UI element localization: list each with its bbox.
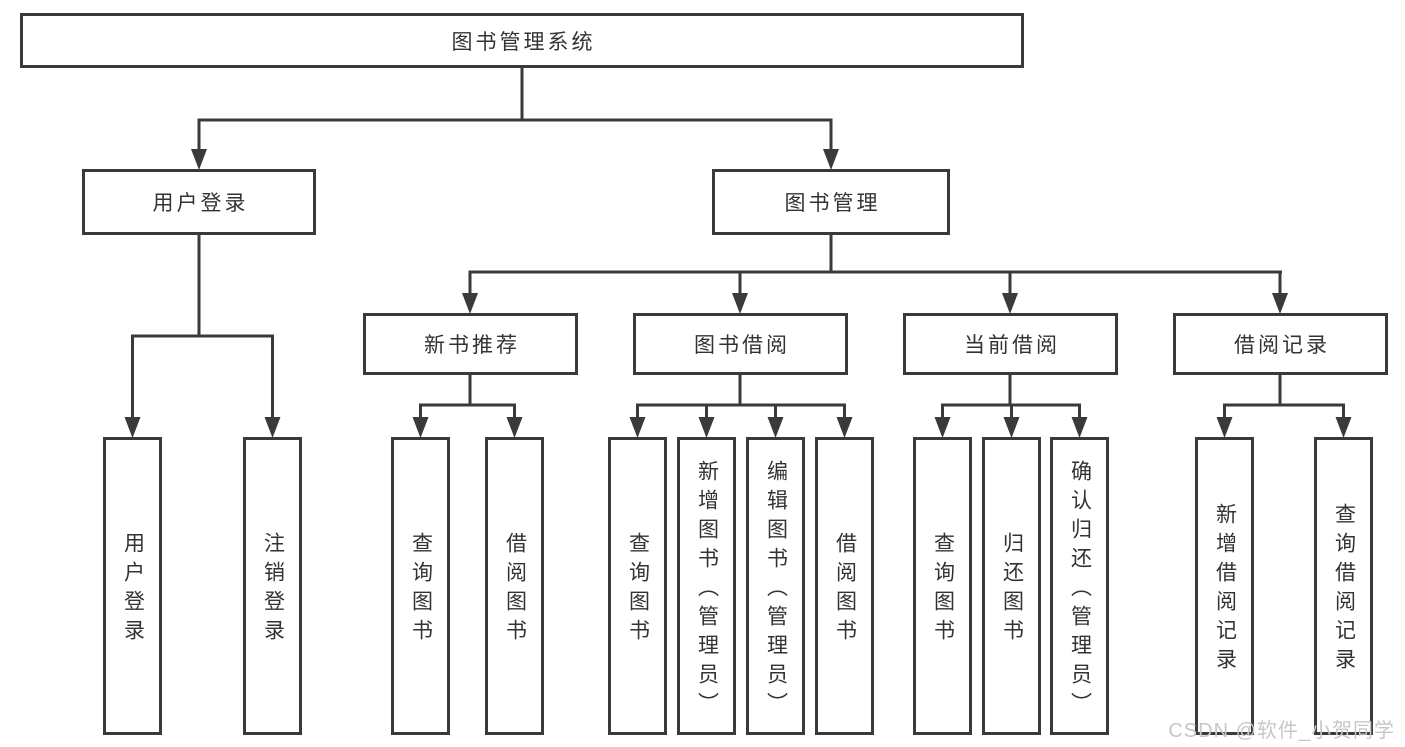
- leaf-label: 新增图书（管理员）: [695, 459, 719, 721]
- node-borrowing-records: 借阅记录: [1173, 313, 1388, 375]
- node-label: 新书推荐: [424, 334, 520, 357]
- leaf-label: 查询图书: [626, 532, 650, 648]
- leaf-add-books-admin: 新增图书（管理员）: [677, 437, 736, 735]
- leaf-logout-login: 注销登录: [243, 437, 302, 735]
- leaf-confirm-return-admin: 确认归还（管理员）: [1050, 437, 1109, 735]
- leaf-query-books-borrow: 查询图书: [608, 437, 667, 735]
- node-label: 借阅记录: [1234, 334, 1330, 357]
- leaf-return-books: 归还图书: [982, 437, 1041, 735]
- leaf-label: 查询借阅记录: [1332, 503, 1356, 677]
- leaf-add-borrow-record: 新增借阅记录: [1195, 437, 1254, 735]
- node-user-login: 用户登录: [82, 169, 316, 235]
- leaf-query-borrow-record: 查询借阅记录: [1314, 437, 1373, 735]
- node-library-management-system: 图书管理系统: [20, 13, 1024, 68]
- node-label: 用户登录: [152, 192, 249, 215]
- node-label: 图书管理: [784, 192, 881, 215]
- leaf-label: 编辑图书（管理员）: [764, 459, 788, 721]
- node-label: 图书管理系统: [451, 30, 596, 54]
- leaf-query-books-current: 查询图书: [913, 437, 972, 735]
- leaf-edit-books-admin: 编辑图书（管理员）: [746, 437, 805, 735]
- leaf-label: 新增借阅记录: [1213, 503, 1237, 677]
- node-new-book-recommendation: 新书推荐: [363, 313, 578, 375]
- node-label: 图书借阅: [694, 334, 790, 357]
- leaf-label: 查询图书: [409, 532, 433, 648]
- leaf-label: 归还图书: [1000, 532, 1024, 648]
- leaf-label: 借阅图书: [503, 532, 527, 648]
- leaf-label: 用户登录: [121, 532, 145, 648]
- leaf-borrow-books: 借阅图书: [815, 437, 874, 735]
- node-book-borrowing: 图书借阅: [633, 313, 848, 375]
- node-current-borrowing: 当前借阅: [903, 313, 1118, 375]
- leaf-query-books-recommend: 查询图书: [391, 437, 450, 735]
- leaf-label: 查询图书: [931, 532, 955, 648]
- leaf-borrow-books-recommend: 借阅图书: [485, 437, 544, 735]
- csdn-watermark: CSDN @软件_小贺同学: [1168, 720, 1395, 742]
- leaf-label: 借阅图书: [833, 532, 857, 648]
- leaf-label: 确认归还（管理员）: [1068, 459, 1092, 721]
- node-book-management: 图书管理: [712, 169, 950, 235]
- leaf-label: 注销登录: [261, 532, 285, 648]
- node-label: 当前借阅: [964, 334, 1060, 357]
- leaf-user-login: 用户登录: [103, 437, 162, 735]
